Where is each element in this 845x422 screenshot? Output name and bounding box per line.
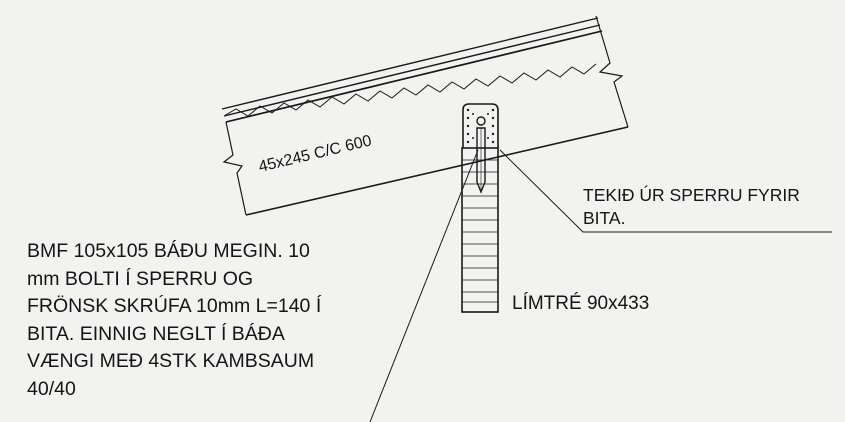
- callout-line: FRÖNSK SKRÚFA 10mm L=140 Í: [27, 295, 322, 317]
- roof-layer-line-2: [223, 24, 601, 117]
- callout-taken-from-rafter: TEKIÐ ÚR SPERRU FYRIR BITA.: [583, 184, 800, 230]
- rafter-top-edge: [225, 30, 603, 123]
- roof-layer-line-1: [221, 17, 599, 110]
- bmf-bracket: [462, 103, 499, 194]
- rafter-top-layer: [221, 17, 603, 123]
- beam-label: LÍMTRÉ 90x433: [512, 293, 650, 314]
- callout-line: BMF 105x105 BÁÐU MEGIN. 10: [27, 240, 310, 262]
- beam-outline: [461, 147, 499, 313]
- leaders: [369, 149, 832, 422]
- beam-lamination-lines: [462, 159, 498, 303]
- callout-line: BITA. EINNIG NEGLT Í BÁÐA: [27, 322, 285, 345]
- glulam-beam: [461, 147, 499, 313]
- callout-line: TEKIÐ ÚR SPERRU FYRIR: [583, 185, 800, 205]
- rafter-label: 45x245 C/C 600: [257, 132, 374, 176]
- leader-bmf: [369, 149, 479, 422]
- rafter-break-left: [222, 121, 247, 216]
- callout-line: BITA.: [583, 208, 626, 228]
- callout-line: VÆNGI MEÐ 4STK KAMBSAUM: [27, 350, 315, 372]
- french-screw: [476, 127, 486, 194]
- roof-layer-zigzag: [223, 63, 597, 117]
- callout-line: 40/40: [27, 377, 76, 400]
- callout-bmf-bracket: BMF 105x105 BÁÐU MEGIN. 10 mm BOLTI Í SP…: [27, 238, 321, 403]
- rafter-end-cut: [595, 15, 629, 128]
- bracket-outline: [462, 103, 499, 148]
- rafter-bottom-edge: [245, 126, 629, 216]
- rafter: [222, 15, 629, 216]
- bracket-nail-holes: [466, 108, 495, 144]
- bolt-head: [476, 116, 486, 126]
- callout-line: mm BOLTI Í SPERRU OG: [27, 267, 254, 290]
- leader-tekid: [499, 149, 832, 233]
